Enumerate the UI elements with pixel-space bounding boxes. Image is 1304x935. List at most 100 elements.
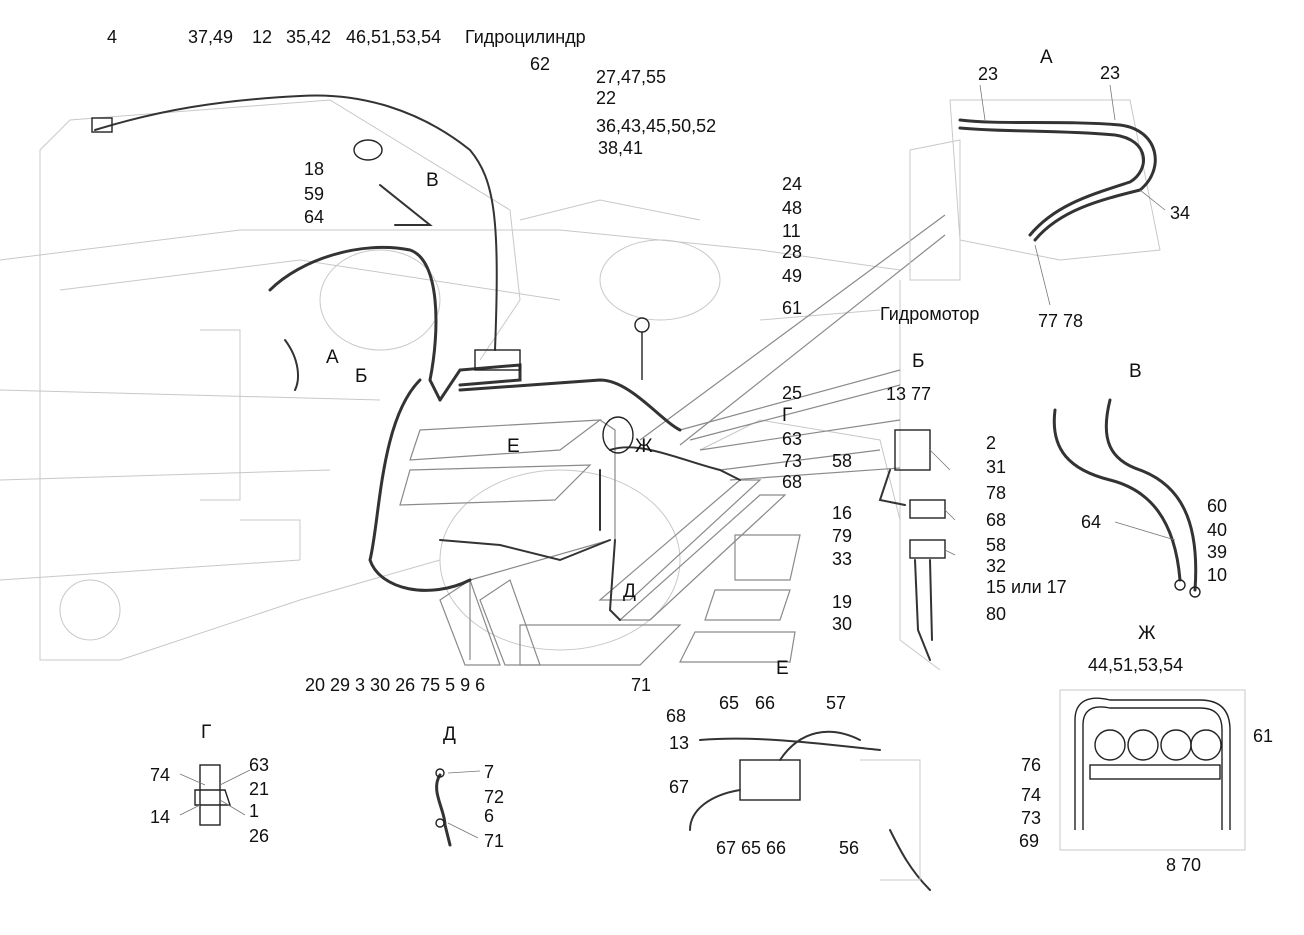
label-11: 11 xyxy=(782,221,801,241)
label-zh-73: 73 xyxy=(1021,808,1042,828)
label-59: 59 xyxy=(304,184,325,204)
label-a-34: 34 xyxy=(1170,203,1191,223)
background-outlines xyxy=(0,99,941,671)
label-36-43-45-50-52: 36,43,45,50,52 xyxy=(596,116,717,136)
view-a-detail xyxy=(909,84,1166,306)
label-49: 49 xyxy=(782,266,803,286)
label-e-56: 56 xyxy=(839,838,860,858)
label-a-23-left: 23 xyxy=(978,64,999,84)
label-e-57: 57 xyxy=(826,693,847,713)
label-25: 25 xyxy=(782,383,803,403)
label-zh-69: 69 xyxy=(1019,831,1040,851)
label-g-14: 14 xyxy=(150,807,171,827)
label-73: 73 xyxy=(782,451,803,471)
label-37-49: 37,49 xyxy=(188,27,234,47)
view-marker-d: Д xyxy=(623,581,636,602)
label-a-77-78: 77 78 xyxy=(1038,311,1084,331)
label-e-67: 67 xyxy=(669,777,690,797)
label-b-15-or-17: 15 или 17 xyxy=(986,577,1067,597)
label-v-40: 40 xyxy=(1207,520,1228,540)
label-b-33: 33 xyxy=(832,549,853,569)
view-marker-e: Е xyxy=(507,436,520,457)
label-b-80: 80 xyxy=(986,604,1007,624)
view-marker-b: Б xyxy=(355,366,368,387)
label-g-26: 26 xyxy=(249,826,270,846)
main-hoses xyxy=(94,94,741,621)
label-61: 61 xyxy=(782,298,803,318)
label-bottom-row: 20 29 3 30 26 75 5 9 6 xyxy=(305,675,486,695)
label-62: 62 xyxy=(530,54,551,74)
label-g-74: 74 xyxy=(150,765,171,785)
label-27-47-55: 27,47,55 xyxy=(596,67,667,87)
label-12: 12 xyxy=(252,27,273,47)
view-e-detail xyxy=(689,730,931,891)
label-v-39: 39 xyxy=(1207,542,1228,562)
view-title-d: Д xyxy=(443,724,456,745)
view-d-detail xyxy=(435,768,481,847)
label-g-1: 1 xyxy=(249,801,260,821)
view-marker-e-grid: Е xyxy=(776,658,789,679)
label-63: 63 xyxy=(782,429,803,449)
components xyxy=(91,117,650,454)
view-title-g: Г xyxy=(201,722,212,743)
projection-lines xyxy=(639,214,946,481)
label-e-66: 66 xyxy=(755,693,776,713)
label-e-13: 13 xyxy=(669,733,690,753)
label-b-30: 30 xyxy=(832,614,853,634)
view-marker-a: А xyxy=(326,347,339,368)
label-b-31: 31 xyxy=(986,457,1007,477)
label-e-65: 65 xyxy=(719,693,740,713)
label-zh-76: 76 xyxy=(1021,755,1042,775)
label-46-51-53-54: 46,51,53,54 xyxy=(346,27,442,47)
label-b-68: 68 xyxy=(986,510,1007,530)
view-v-detail xyxy=(1052,398,1201,598)
view-marker-g: Г xyxy=(782,405,793,426)
label-g-63: 63 xyxy=(249,755,270,775)
label-g-21: 21 xyxy=(249,779,270,799)
label-b-19: 19 xyxy=(832,592,853,612)
label-hydromotor: Гидромотор xyxy=(880,304,980,324)
label-b-32: 32 xyxy=(986,556,1007,576)
label-68: 68 xyxy=(782,472,803,492)
label-71: 71 xyxy=(631,675,652,695)
view-b-detail xyxy=(878,429,956,661)
label-zh-61: 61 xyxy=(1253,726,1274,746)
label-v-60: 60 xyxy=(1207,496,1228,516)
label-a-23-right: 23 xyxy=(1100,63,1121,83)
view-marker-zh: Ж xyxy=(635,436,653,457)
view-g-detail xyxy=(179,764,251,826)
label-v-10: 10 xyxy=(1207,565,1228,585)
label-b-13-77: 13 77 xyxy=(886,384,932,404)
label-b-58-right: 58 xyxy=(986,535,1007,555)
label-28: 28 xyxy=(782,242,803,262)
label-b-2: 2 xyxy=(986,433,997,453)
label-e-67-65-66: 67 65 66 xyxy=(716,838,787,858)
label-18: 18 xyxy=(304,159,325,179)
label-b-79: 79 xyxy=(832,526,853,546)
view-title-v: В xyxy=(1129,361,1142,382)
label-v-64: 64 xyxy=(1081,512,1102,532)
label-d-6: 6 xyxy=(484,806,495,826)
label-64: 64 xyxy=(304,207,325,227)
label-22: 22 xyxy=(596,88,617,108)
view-marker-v: В xyxy=(426,170,439,191)
view-title-b: Б xyxy=(912,351,925,372)
label-38-41: 38,41 xyxy=(598,138,644,158)
view-title-zh: Ж xyxy=(1138,623,1156,644)
label-24: 24 xyxy=(782,174,803,194)
label-b-16: 16 xyxy=(832,503,853,523)
label-4: 4 xyxy=(107,27,118,47)
label-d-7: 7 xyxy=(484,762,495,782)
label-b-58-left: 58 xyxy=(832,451,853,471)
label-zh-44-51-53-54: 44,51,53,54 xyxy=(1088,655,1184,675)
view-title-a: А xyxy=(1040,47,1053,68)
label-35-42: 35,42 xyxy=(286,27,332,47)
label-zh-8-70: 8 70 xyxy=(1166,855,1202,875)
label-e-68: 68 xyxy=(666,706,687,726)
label-d-71: 71 xyxy=(484,831,505,851)
view-zh-detail xyxy=(1059,689,1246,851)
label-48: 48 xyxy=(782,198,803,218)
label-d-72: 72 xyxy=(484,787,505,807)
